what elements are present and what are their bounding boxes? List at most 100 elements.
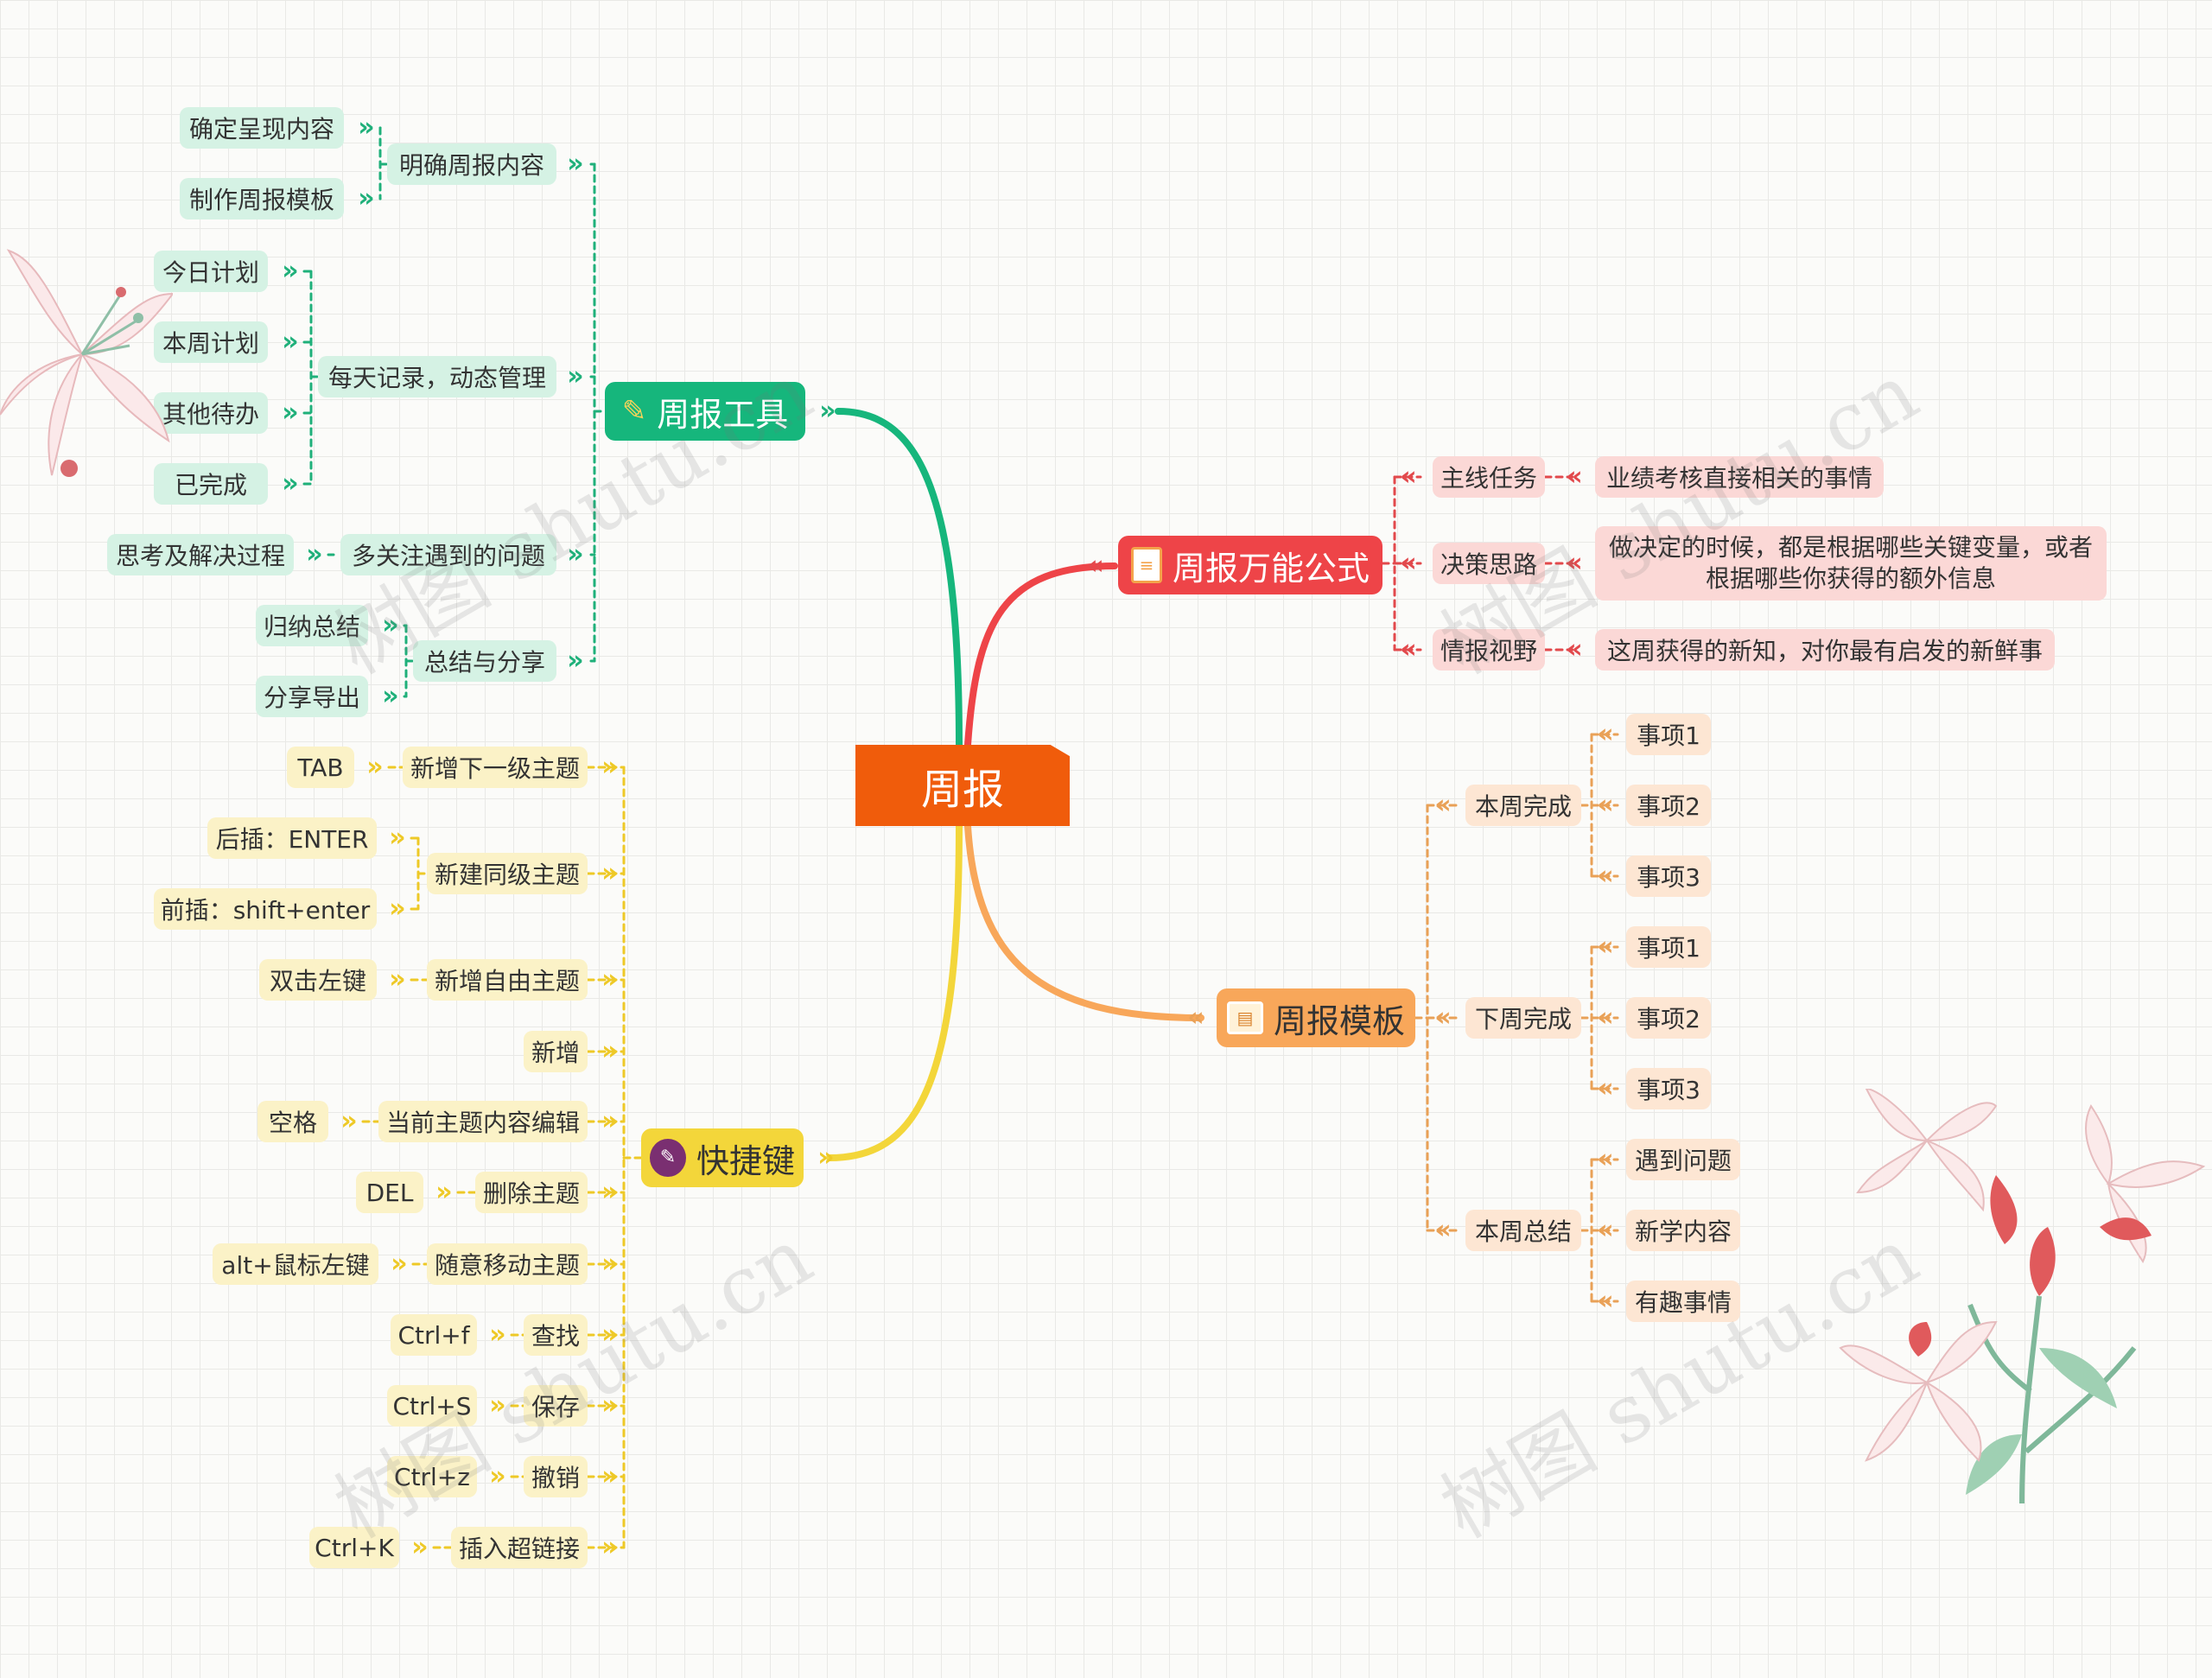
template-group-0[interactable]: 本周完成 [1465,785,1581,826]
connector-chevron-icon: » [382,681,398,711]
shortcut-item-0-label: 新增下一级主题 [410,754,581,783]
shortcut-item-6[interactable]: 随意移动主题 [427,1243,588,1285]
branch-template-label: 周报模板 [1273,1001,1405,1040]
shortcut-item-2-label: 新增自由主题 [435,967,581,995]
shortcut-item-5[interactable]: 删除主题 [475,1172,588,1213]
template-item-1-2[interactable]: 事项3 [1626,1068,1711,1109]
formula-detail-2-label: 这周获得的新知，对你最有启发的新鲜事 [1606,637,2043,665]
template-item-2-2[interactable]: 有趣事情 [1626,1281,1740,1322]
tool-item-1-2[interactable]: 其他待办 [154,392,268,434]
template-item-2-1[interactable]: 新学内容 [1626,1210,1740,1251]
tool-item-1-1-label: 本周计划 [162,329,260,358]
tool-group-0-label: 明确周报内容 [398,151,544,180]
branch-tools-label: 周报工具 [657,395,789,434]
shortcut-item-2[interactable]: 新增自由主题 [427,959,588,1001]
shortcut-key-7-0[interactable]: Ctrl+f [391,1314,477,1356]
connector-chevron-icon: » [366,752,383,782]
shortcut-key-1-1[interactable]: 前插：shift+enter [154,888,377,930]
formula-detail-0-label: 业绩考核直接相关的事情 [1605,464,1872,493]
connector-line [835,408,963,748]
shortcut-item-4[interactable]: 当前主题内容编辑 [378,1101,588,1142]
shortcut-key-4-0[interactable]: 空格 [257,1101,328,1142]
formula-detail-1[interactable]: 做决定的时候，都是根据哪些关键变量，或者根据哪些你获得的额外信息 [1595,526,2107,601]
tool-item-3-1[interactable]: 分享导出 [256,676,368,717]
connector-chevron-icon: « [1566,634,1582,664]
template-item-1-1[interactable]: 事项2 [1626,997,1711,1039]
shortcut-key-5-0-label: DEL [365,1178,414,1207]
connector-line [826,823,963,1161]
shortcut-item-10[interactable]: 插入超链接 [451,1527,588,1568]
template-group-2[interactable]: 本周总结 [1465,1210,1581,1251]
template-item-2-1-label: 新学内容 [1635,1217,1732,1246]
template-item-2-0[interactable]: 遇到问题 [1626,1139,1740,1180]
shortcut-item-4-label: 当前主题内容编辑 [386,1109,581,1137]
tool-item-0-1[interactable]: 制作周报模板 [180,178,344,219]
tool-item-0-0[interactable]: 确定呈现内容 [180,107,344,149]
shortcut-key-2-0[interactable]: 双击左键 [259,959,377,1001]
template-group-1[interactable]: 下周完成 [1465,997,1581,1039]
formula-item-0-label: 主线任务 [1440,464,1538,493]
template-item-1-0[interactable]: 事项1 [1626,926,1711,968]
branch-formula[interactable]: ≡周报万能公式 [1118,536,1382,594]
shortcut-item-0[interactable]: 新增下一级主题 [403,747,588,788]
shortcut-key-9-0[interactable]: Ctrl+z [387,1456,477,1497]
connector-chevron-icon: « [1566,461,1582,492]
shortcut-item-10-label: 插入超链接 [459,1535,581,1563]
shortcut-item-3-label: 新增 [531,1039,581,1067]
tool-item-1-0[interactable]: 今日计划 [154,251,268,292]
template-item-0-2[interactable]: 事项3 [1626,855,1711,897]
tool-item-2-0[interactable]: 思考及解决过程 [107,534,294,575]
root-topic[interactable]: 周报 [855,745,1070,826]
connector-chevron-icon: » [282,256,298,286]
shortcut-item-9[interactable]: 撤销 [524,1456,588,1497]
shortcut-key-2-0-label: 双击左键 [269,967,366,995]
connector-chevron-icon: « [1187,1002,1204,1033]
formula-item-0[interactable]: 主线任务 [1433,456,1545,498]
tool-item-1-3[interactable]: 已完成 [154,463,268,505]
branch-shortcuts[interactable]: ✎快捷键 [641,1128,804,1187]
formula-detail-1-label: 做决定的时候，都是根据哪些关键变量，或者根据哪些你获得的额外信息 [1608,533,2093,593]
shortcut-item-3[interactable]: 新增 [524,1031,588,1072]
shortcut-key-8-0[interactable]: Ctrl+S [387,1385,477,1427]
root-topic-label: 周报 [920,766,1004,814]
template-item-0-1[interactable]: 事项2 [1626,785,1711,826]
connector-chevron-icon: » [389,823,405,853]
tool-group-3[interactable]: 总结与分享 [413,640,556,682]
clipboard-icon: ≡ [1130,547,1162,583]
branch-tools[interactable]: ✎周报工具 [605,382,805,441]
formula-detail-2[interactable]: 这周获得的新知，对你最有启发的新鲜事 [1595,629,2055,671]
shortcut-key-7-0-label: Ctrl+f [397,1320,470,1350]
connector-chevron-icon: » [567,149,583,179]
tool-group-0[interactable]: 明确周报内容 [387,143,556,185]
tool-group-2[interactable]: 多关注遇到的问题 [340,534,556,575]
lily-flower-top-left-decoration [0,249,173,477]
formula-detail-0[interactable]: 业绩考核直接相关的事情 [1595,456,1884,498]
shortcut-item-7-label: 查找 [531,1322,581,1351]
shortcut-key-1-0[interactable]: 后插：ENTER [207,817,377,859]
connector-chevron-icon: » [382,610,398,640]
formula-item-2[interactable]: 情报视野 [1433,629,1545,671]
branch-template[interactable]: ▤周报模板 [1217,988,1415,1047]
tool-item-3-1-label: 分享导出 [264,683,361,712]
template-group-0-label: 本周完成 [1474,792,1572,821]
tool-item-1-1[interactable]: 本周计划 [154,321,268,363]
shortcut-item-1-label: 新建同级主题 [435,861,581,889]
shortcut-key-0-0[interactable]: TAB [287,747,354,788]
shortcut-key-5-0[interactable]: DEL [356,1172,423,1213]
connector-chevron-icon: » [817,1142,834,1173]
shortcut-key-10-0[interactable]: Ctrl+K [309,1527,399,1568]
tool-group-1[interactable]: 每天记录，动态管理 [318,356,556,397]
tool-item-3-0[interactable]: 归纳总结 [256,605,368,646]
connector-chevron-icon: » [435,1177,452,1207]
shortcut-item-8[interactable]: 保存 [524,1385,588,1427]
shortcut-item-7[interactable]: 查找 [524,1314,588,1356]
connector-chevron-icon: » [389,964,405,995]
shortcut-item-1[interactable]: 新建同级主题 [427,853,588,894]
connector-chevron-icon: » [567,361,583,391]
formula-item-1[interactable]: 决策思路 [1433,543,1545,584]
template-item-0-0[interactable]: 事项1 [1626,714,1711,755]
tool-item-1-3-label: 已完成 [174,471,247,499]
shortcut-item-6-label: 随意移动主题 [435,1251,581,1280]
shortcut-key-6-0[interactable]: alt+鼠标左键 [213,1243,378,1285]
